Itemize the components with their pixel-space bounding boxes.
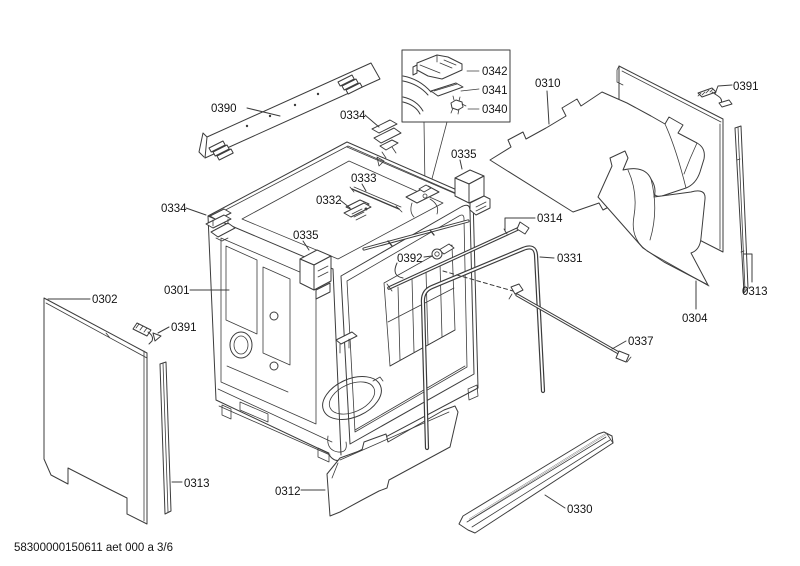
- part-0313-strip-left: [159, 361, 172, 515]
- part-0334-clamp-top: [371, 119, 402, 167]
- label-0332: 0332: [316, 195, 342, 207]
- label-leader-lines: [47, 70, 753, 509]
- label-0314: 0314: [537, 213, 563, 225]
- part-0391-bracket-left: [132, 322, 162, 345]
- label-0313-left: 0313: [184, 478, 210, 490]
- label-0310: 0310: [535, 78, 561, 90]
- label-0390: 0390: [211, 103, 237, 115]
- label-0302: 0302: [92, 294, 118, 306]
- part-0337-rod: [442, 270, 632, 363]
- part-0331-door-frame: [420, 245, 546, 451]
- part-0330-base-rail: [458, 431, 614, 534]
- part-labels: 0390 0342 0341 0340 0310 0391 0334 0334 …: [92, 66, 768, 516]
- part-0335-block-top: [454, 169, 491, 216]
- label-0340: 0340: [482, 104, 508, 116]
- label-0334-top: 0334: [340, 110, 366, 122]
- part-0390-top-panel: [198, 62, 381, 161]
- part-0340-mount-on-tub: [405, 184, 440, 218]
- part-0332-latch: [343, 199, 372, 221]
- label-0392: 0392: [397, 253, 423, 265]
- label-0312: 0312: [275, 486, 301, 498]
- part-0301-tub: [207, 141, 479, 463]
- label-0304: 0304: [682, 313, 708, 325]
- label-0337: 0337: [628, 336, 654, 348]
- part-0314-rail: [386, 221, 530, 292]
- label-0335-left: 0335: [293, 230, 319, 242]
- label-0391-top-right: 0391: [733, 81, 759, 93]
- fill-channel: [362, 219, 470, 251]
- part-0313-strip-right: [734, 125, 749, 294]
- label-0333: 0333: [351, 173, 377, 185]
- part-0304-side-insulation: [597, 150, 710, 287]
- part-0335-block-left: [299, 249, 332, 300]
- document-code: 58300000150611 aet 000 a 3/6: [14, 542, 173, 554]
- part-0334-clamp-left: [205, 208, 236, 242]
- label-0330: 0330: [567, 504, 593, 516]
- part-0333-rod: [349, 186, 403, 213]
- label-0341: 0341: [482, 85, 508, 97]
- label-0391-left: 0391: [171, 322, 197, 334]
- label-0335-top: 0335: [451, 149, 477, 161]
- label-0313-right: 0313: [742, 286, 768, 298]
- label-0331: 0331: [557, 253, 583, 265]
- label-0301: 0301: [164, 285, 190, 297]
- part-0391-bracket-top-right: [697, 87, 733, 108]
- part-0392-valve: [394, 243, 455, 279]
- part-0302-left-panel: [43, 297, 148, 525]
- label-0342: 0342: [482, 66, 508, 78]
- inset-detail-box: [401, 49, 511, 191]
- label-0334-left: 0334: [161, 203, 187, 215]
